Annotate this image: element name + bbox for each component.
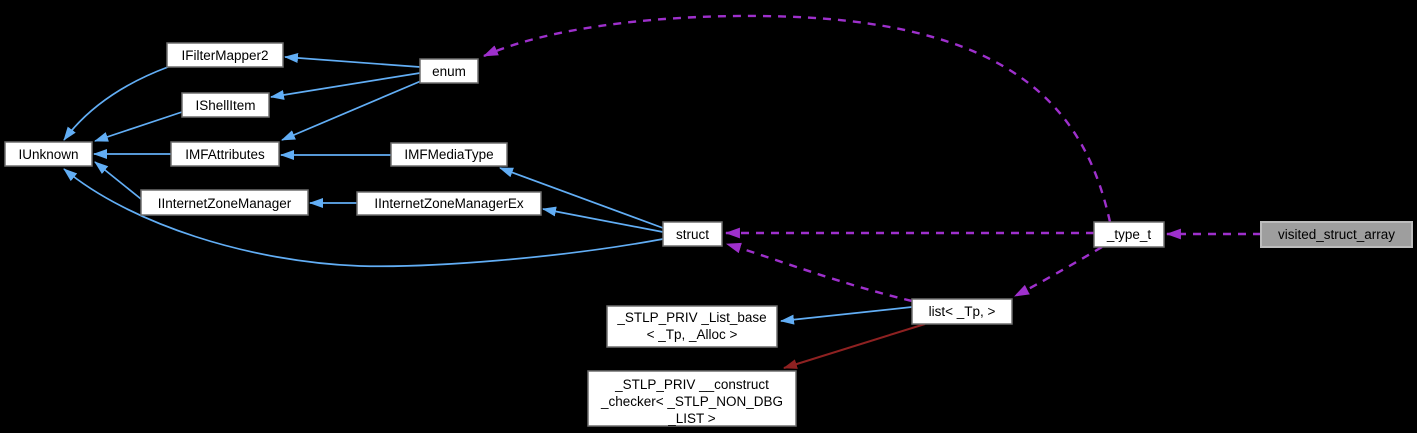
node-label: IShellItem bbox=[195, 98, 255, 113]
node-box bbox=[170, 141, 280, 167]
node-label: struct bbox=[676, 227, 709, 242]
node-box bbox=[390, 142, 508, 167]
node-label: _type_t bbox=[1106, 227, 1152, 242]
node-box bbox=[419, 58, 479, 84]
node-iunknown[interactable]: IUnknown bbox=[4, 141, 93, 167]
node-enum[interactable]: enum bbox=[419, 58, 479, 84]
node-ifiltermapper2[interactable]: IFilterMapper2 bbox=[166, 42, 284, 68]
node-iinternetzonemanager[interactable]: IInternetZoneManager bbox=[140, 189, 309, 216]
node-box bbox=[587, 370, 797, 427]
node-box bbox=[4, 141, 93, 167]
node-label: IInternetZoneManager bbox=[158, 196, 292, 211]
edge-enum-to-ishellitem bbox=[270, 72, 421, 100]
node-box bbox=[181, 92, 270, 118]
node-label-line2: < _Tp, _Alloc > bbox=[647, 327, 738, 342]
edge-struct-to-iinternetzonemanagerex bbox=[542, 206, 664, 233]
node-label: IMFAttributes bbox=[185, 147, 265, 162]
node-label: IMFMediaType bbox=[404, 147, 493, 162]
node-box bbox=[911, 298, 1013, 325]
edge-struct-to-imfmediatype bbox=[499, 167, 664, 229]
node-box bbox=[356, 191, 542, 216]
edge-enum-to-imfattributes bbox=[281, 80, 422, 141]
edge-list-to-struct bbox=[725, 242, 913, 303]
node-label: IInternetZoneManagerEx bbox=[374, 196, 524, 211]
node-box bbox=[1260, 221, 1413, 248]
node-label: IUnknown bbox=[18, 147, 78, 162]
node-struct[interactable]: struct bbox=[662, 221, 723, 247]
node-iinternetzonemanagerex[interactable]: IInternetZoneManagerEx bbox=[356, 191, 542, 216]
node-box bbox=[1093, 221, 1165, 248]
edge-iinternetzonemanager-to-iunknown bbox=[94, 161, 142, 200]
node-imfmediatype[interactable]: IMFMediaType bbox=[390, 142, 508, 167]
node-label: visited_struct_array bbox=[1278, 227, 1395, 242]
edge-list-to-stlp-list-base bbox=[780, 306, 913, 325]
node-stlp-list-base[interactable]: _STLP_PRIV _List_base < _Tp, _Alloc > bbox=[606, 305, 778, 348]
edge-ishellitem-to-iunknown bbox=[94, 111, 183, 142]
node-box bbox=[140, 189, 309, 216]
node-list-tp[interactable]: list< _Tp, > bbox=[911, 298, 1013, 325]
node-label-line2: _checker< _STLP_NON_DBG bbox=[600, 394, 783, 409]
node-label-line1: _STLP_PRIV __construct bbox=[614, 377, 769, 392]
node-box bbox=[166, 42, 284, 68]
node-box bbox=[606, 305, 778, 348]
edge-type-t-to-enum bbox=[483, 14, 1112, 223]
edge-struct-to-iunknown bbox=[63, 168, 664, 268]
node-visited-struct-array: visited_struct_array bbox=[1260, 221, 1413, 248]
edge-type-t-to-list bbox=[1014, 245, 1103, 298]
node-type-t[interactable]: _type_t bbox=[1093, 221, 1165, 248]
node-label: list< _Tp, > bbox=[929, 304, 996, 319]
edge-ifiltermapper2-to-iunknown bbox=[63, 66, 169, 141]
edge-list-to-stlp-construct-checker bbox=[783, 323, 926, 369]
node-stlp-construct-checker[interactable]: _STLP_PRIV __construct _checker< _STLP_N… bbox=[587, 370, 797, 427]
node-label-line1: _STLP_PRIV _List_base bbox=[616, 310, 766, 325]
node-imfattributes[interactable]: IMFAttributes bbox=[170, 141, 280, 167]
node-label-line3: _LIST > bbox=[667, 411, 716, 426]
node-box bbox=[662, 221, 723, 247]
node-label: enum bbox=[432, 64, 466, 79]
node-label: IFilterMapper2 bbox=[181, 48, 268, 63]
node-ishellitem[interactable]: IShellItem bbox=[181, 92, 270, 118]
edge-enum-to-ifiltermapper2 bbox=[284, 52, 421, 68]
